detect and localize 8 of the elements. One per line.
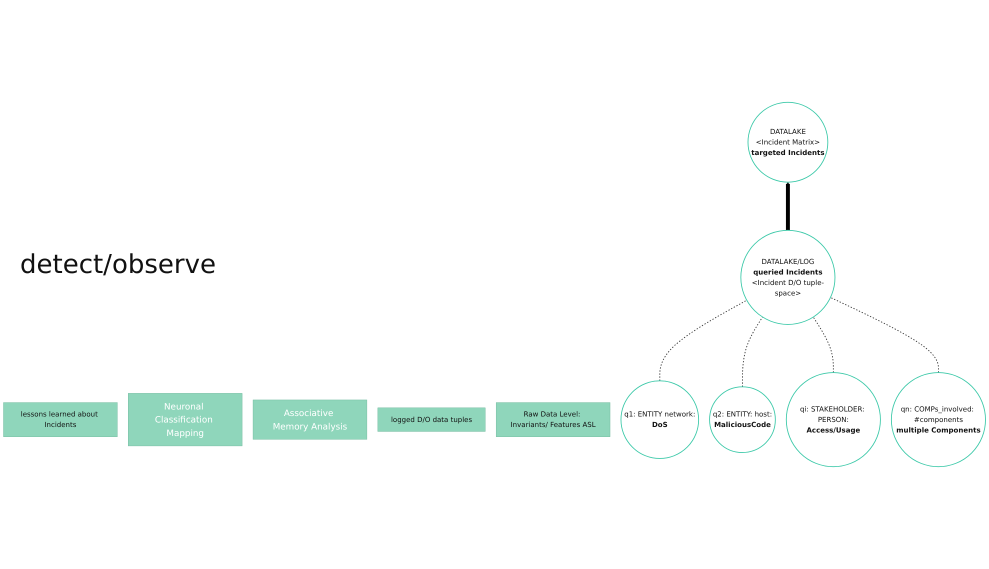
connector <box>659 300 748 382</box>
node-box: Neuronal Classification Mapping <box>128 393 242 446</box>
node-box: Associative Memory Analysis <box>252 400 368 440</box>
connector <box>812 316 834 374</box>
connector <box>830 297 939 374</box>
connector <box>742 316 764 388</box>
annotation-text: detect/observe <box>20 250 216 280</box>
arrow <box>786 182 790 230</box>
